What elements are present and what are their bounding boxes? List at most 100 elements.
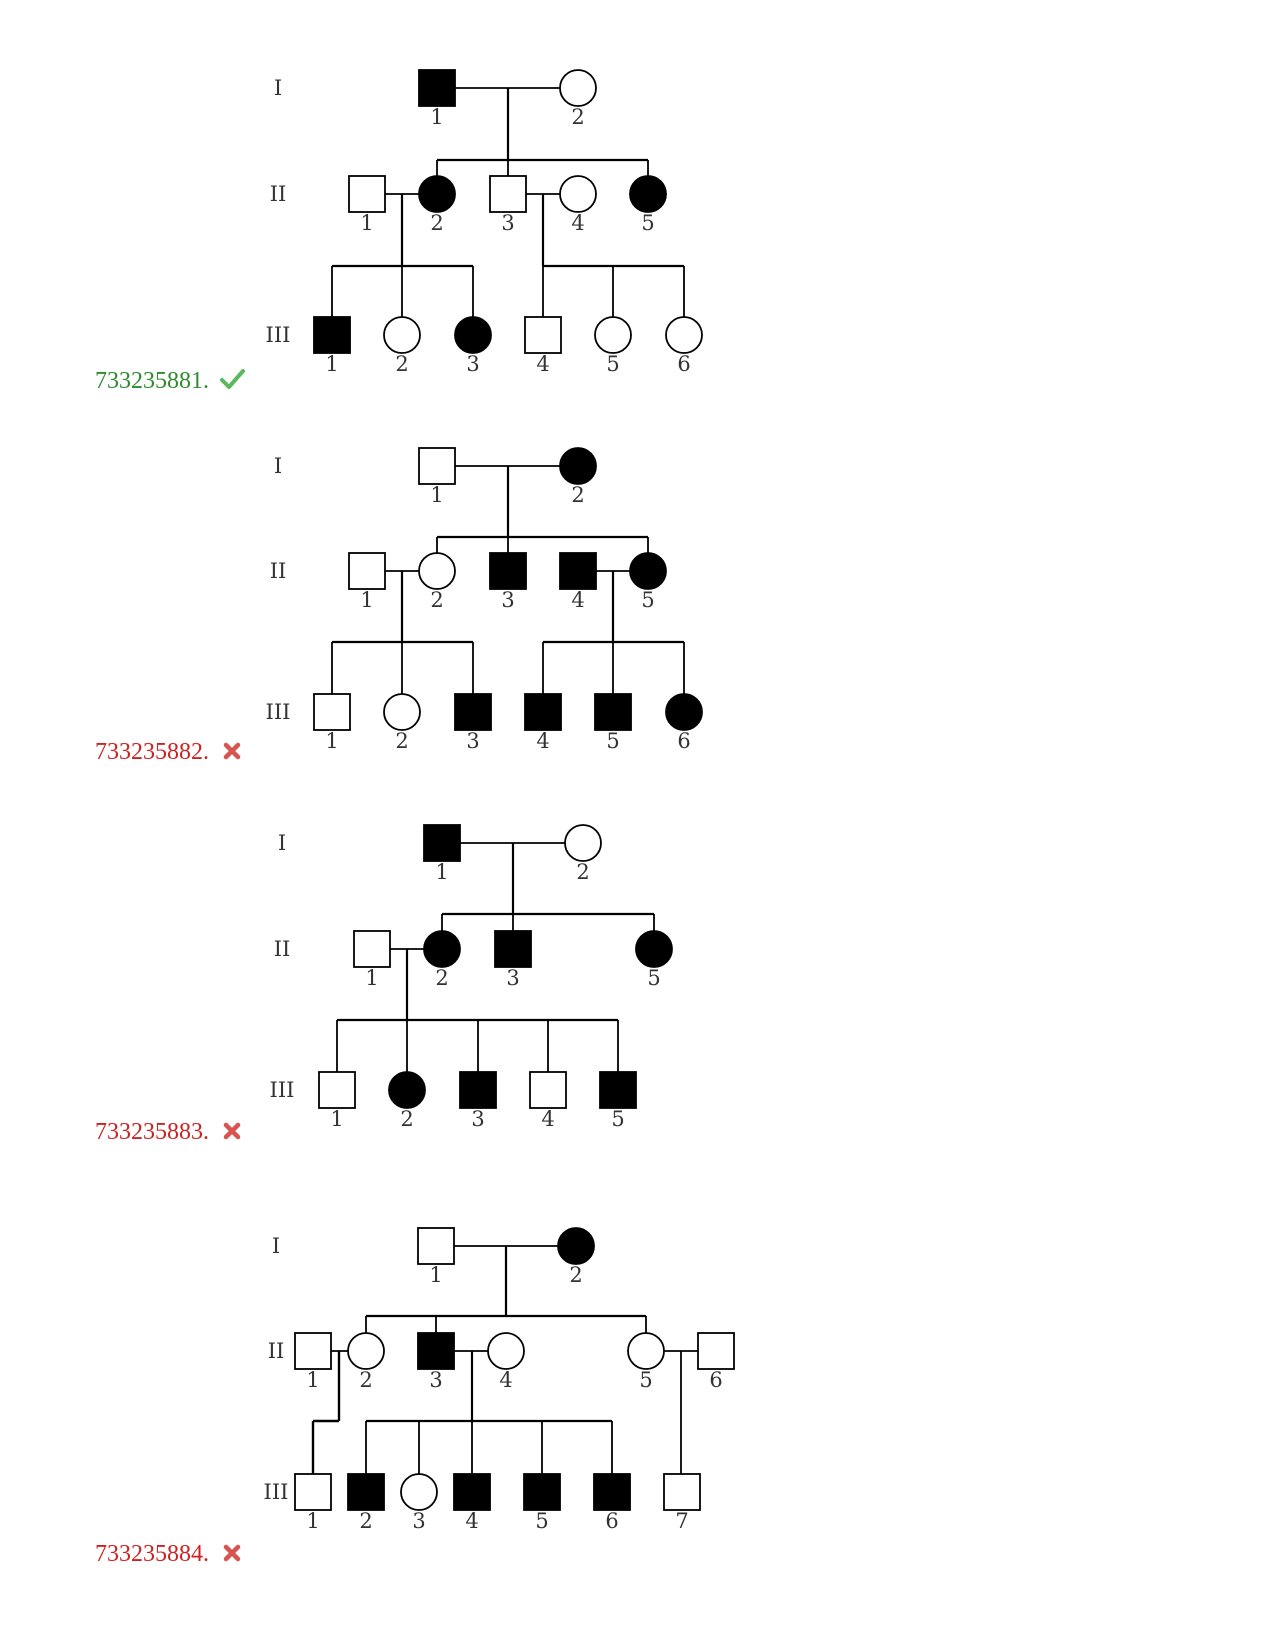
generation-label: I <box>278 831 286 855</box>
unaffected-female <box>564 824 602 862</box>
unaffected-female <box>347 1332 385 1370</box>
generation-label: III <box>264 1480 289 1504</box>
affected-male <box>423 824 461 862</box>
affected-female <box>629 552 667 590</box>
individual-number: 1 <box>430 483 443 507</box>
affected-male <box>418 69 456 107</box>
question-id: 733235882. <box>95 739 209 765</box>
individual-number: 1 <box>429 1263 442 1287</box>
individual-number: 4 <box>536 729 549 753</box>
affected-male <box>599 1071 637 1109</box>
individual-number: 6 <box>677 352 690 376</box>
individual-number: 3 <box>429 1368 442 1392</box>
individual-number: 2 <box>395 729 408 753</box>
individual-number: 5 <box>535 1509 548 1533</box>
generation-label: II <box>274 937 291 961</box>
individual-number: 5 <box>641 211 654 235</box>
individual-number: 3 <box>471 1107 484 1131</box>
generation-label: I <box>272 1234 280 1258</box>
generation-label: I <box>274 76 282 100</box>
unaffected-male <box>418 447 456 485</box>
individual-number: 3 <box>466 729 479 753</box>
individual-number: 4 <box>499 1368 512 1392</box>
unaffected-male <box>353 930 391 968</box>
cross-icon-stroke <box>223 1122 241 1140</box>
unaffected-male <box>529 1071 567 1109</box>
affected-female <box>635 930 673 968</box>
affected-female <box>559 447 597 485</box>
individual-number: 5 <box>639 1368 652 1392</box>
individual-number: 3 <box>506 966 519 990</box>
individual-number: 2 <box>400 1107 413 1131</box>
unaffected-male <box>348 175 386 213</box>
generation-label: III <box>270 1078 295 1102</box>
unaffected-female <box>418 552 456 590</box>
individual-number: 2 <box>571 483 584 507</box>
individual-number: 1 <box>360 211 373 235</box>
affected-female <box>557 1227 595 1265</box>
individual-number: 1 <box>325 352 338 376</box>
individual-number: 5 <box>606 352 619 376</box>
affected-male <box>559 552 597 590</box>
individual-number: 2 <box>430 588 443 612</box>
affected-male <box>453 1473 491 1511</box>
affected-male <box>489 552 527 590</box>
affected-male <box>459 1071 497 1109</box>
individual-number: 2 <box>395 352 408 376</box>
unaffected-female <box>594 316 632 354</box>
unaffected-male <box>294 1473 332 1511</box>
individual-number: 4 <box>465 1509 478 1533</box>
unaffected-male <box>489 175 527 213</box>
unaffected-female <box>487 1332 525 1370</box>
generation-label: I <box>274 454 282 478</box>
unaffected-male <box>318 1071 356 1109</box>
individual-number: 5 <box>647 966 660 990</box>
individual-number: 4 <box>571 588 584 612</box>
generation-label: III <box>266 323 291 347</box>
affected-female <box>388 1071 426 1109</box>
individual-number: 1 <box>330 1107 343 1131</box>
affected-male <box>524 693 562 731</box>
individual-number: 2 <box>359 1509 372 1533</box>
affected-male <box>594 693 632 731</box>
unaffected-female <box>627 1332 665 1370</box>
unaffected-female <box>383 316 421 354</box>
individual-number: 5 <box>641 588 654 612</box>
unaffected-female <box>383 693 421 731</box>
individual-number: 4 <box>541 1107 554 1131</box>
affected-male <box>417 1332 455 1370</box>
individual-number: 1 <box>325 729 338 753</box>
individual-number: 1 <box>430 105 443 129</box>
individual-number: 6 <box>709 1368 722 1392</box>
affected-female <box>423 930 461 968</box>
unaffected-male <box>697 1332 735 1370</box>
affected-female <box>454 316 492 354</box>
affected-male <box>593 1473 631 1511</box>
check-icon-stroke <box>220 369 245 389</box>
individual-number: 4 <box>536 352 549 376</box>
unaffected-male <box>313 693 351 731</box>
individual-number: 4 <box>571 211 584 235</box>
individual-number: 5 <box>611 1107 624 1131</box>
unaffected-male <box>417 1227 455 1265</box>
individual-number: 2 <box>571 105 584 129</box>
individual-number: 3 <box>466 352 479 376</box>
individual-number: 2 <box>430 211 443 235</box>
cross-icon <box>223 1544 241 1562</box>
affected-female <box>418 175 456 213</box>
individual-number: 2 <box>435 966 448 990</box>
cross-icon <box>223 742 241 760</box>
individual-number: 6 <box>677 729 690 753</box>
question-id: 733235883. <box>95 1119 209 1145</box>
affected-female <box>665 693 703 731</box>
individual-number: 7 <box>675 1509 688 1533</box>
unaffected-female <box>559 175 597 213</box>
unaffected-male <box>663 1473 701 1511</box>
individual-number: 3 <box>501 211 514 235</box>
individual-number: 2 <box>359 1368 372 1392</box>
affected-female <box>629 175 667 213</box>
unaffected-female <box>400 1473 438 1511</box>
